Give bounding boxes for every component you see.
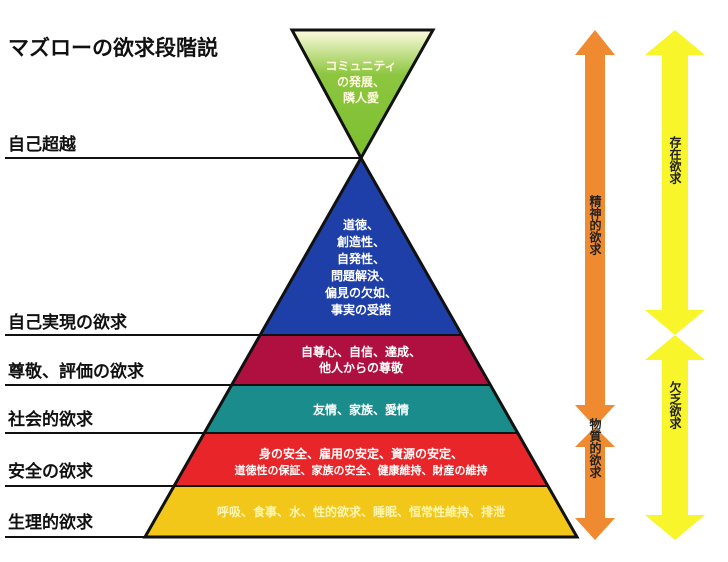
esteem-layer: [232, 335, 490, 385]
self-actualization-layer: [260, 158, 462, 335]
label-safety: 安全の欲求: [8, 461, 93, 482]
esteem-text: 他人からの尊敬: [318, 360, 404, 375]
social-text: 友情、家族、愛情: [312, 402, 409, 417]
deficiency-label: 欠乏欲求: [668, 380, 682, 430]
label-esteem: 尊敬、評価の欲求: [8, 361, 144, 382]
label-physiological: 生理的欲求: [8, 512, 93, 533]
divider-lines: [5, 157, 577, 538]
label-transcendence: 自己超越: [8, 134, 77, 155]
spiritual-label: 精神的欲求: [588, 194, 602, 256]
material-label: 物質的欲求: [588, 417, 602, 479]
transcendence-triangle: [289, 28, 436, 162]
deficiency-arrow: [645, 335, 705, 540]
level-text: コミュニティ: [325, 59, 396, 73]
level-text: 偏見の欠如、: [325, 285, 397, 300]
level-text: 創造性、: [336, 234, 385, 249]
being-label: 存在欲求: [668, 135, 682, 185]
title: マズローの欲求段階説: [8, 36, 218, 60]
material-arrow: [575, 427, 615, 540]
level-text: の発展、: [337, 74, 385, 89]
level-text: 隣人愛: [343, 90, 379, 105]
safety-text: 身の安全、雇用の安定、資源の安定、: [259, 446, 463, 461]
social-layer: [204, 385, 518, 433]
spiritual-arrow: [575, 30, 615, 427]
transcendence-text: コミュニティ の発展、 隣人愛: [325, 59, 396, 105]
level-text: 自発性、: [337, 251, 385, 266]
level-text: 事実の受諾: [331, 302, 391, 317]
level-text: 問題解決、: [331, 268, 391, 283]
physiological-layer: [145, 486, 577, 537]
esteem-text: 自尊心、自信、達成、: [301, 344, 421, 359]
label-social: 社会的欲求: [7, 409, 93, 430]
label-self-actualization: 自己実現の欲求: [8, 312, 127, 333]
level-text: 道徳、: [343, 217, 379, 232]
being-arrow: [645, 30, 705, 335]
physiological-text: 呼吸、食事、水、性的欲求、睡眠、恒常性維持、排泄: [217, 504, 505, 519]
left-labels: 自己超越 自己実現の欲求 尊敬、評価の欲求 社会的欲求 安全の欲求 生理的欲求: [7, 134, 144, 533]
self-actualization-text: 道徳、 創造性、 自発性、 問題解決、 偏見の欠如、 事実の受諾 自尊心、自信、…: [235, 217, 488, 477]
safety-text: 道徳性の保証、家族の安全、健康維持、財産の維持: [235, 463, 488, 477]
safety-layer: [174, 433, 548, 486]
